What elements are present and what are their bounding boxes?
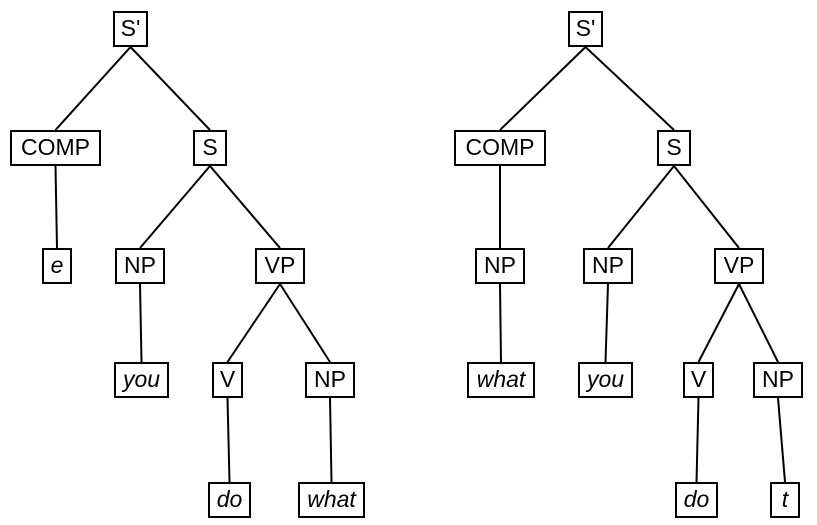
node-label: what bbox=[307, 486, 357, 512]
tree-node-l-comp[interactable]: COMP bbox=[10, 130, 101, 166]
tree-node-l-you[interactable]: you bbox=[114, 362, 169, 398]
tree-node-r-t[interactable]: t bbox=[770, 482, 800, 518]
node-box bbox=[10, 130, 101, 166]
tree-edge-V-to-do bbox=[695, 397, 700, 483]
node-label: S' bbox=[576, 15, 596, 41]
tree-nodes-surface-structure: S' COMP S NP NP VP what you V NP do t bbox=[454, 11, 803, 518]
node-label: NP bbox=[124, 252, 156, 278]
node-box bbox=[753, 362, 803, 398]
tree-node-r-do[interactable]: do bbox=[675, 482, 718, 518]
tree-edge-S-to-VP bbox=[209, 165, 281, 249]
node-box bbox=[583, 248, 633, 284]
tree-edge-NP-to-t bbox=[777, 397, 786, 483]
node-label: you bbox=[121, 366, 160, 392]
tree-edges-deep-structure bbox=[54, 46, 333, 483]
tree-edge-NP-to-you bbox=[604, 283, 609, 363]
node-label: NP bbox=[314, 366, 346, 392]
node-box bbox=[305, 362, 355, 398]
tree-edge-V-to-do bbox=[226, 397, 231, 483]
node-label: what bbox=[477, 366, 527, 392]
tree-node-l-e[interactable]: e bbox=[42, 248, 72, 284]
node-label: t bbox=[782, 486, 790, 512]
node-label: NP bbox=[592, 252, 624, 278]
tree-edge-VP-to-NP bbox=[279, 283, 331, 363]
node-box bbox=[454, 130, 546, 166]
node-box bbox=[255, 248, 305, 284]
tree-node-l-vp[interactable]: VP bbox=[255, 248, 305, 284]
node-box bbox=[113, 11, 148, 47]
node-box bbox=[212, 362, 243, 398]
tree-node-r-you[interactable]: you bbox=[578, 362, 633, 398]
tree-node-l-s[interactable]: S bbox=[193, 130, 227, 166]
node-box bbox=[115, 248, 165, 284]
tree-edge-Sbar-to-S bbox=[584, 46, 675, 131]
tree-node-l-v[interactable]: V bbox=[212, 362, 243, 398]
edges-layer bbox=[54, 46, 786, 483]
node-box bbox=[193, 130, 227, 166]
node-box bbox=[714, 248, 764, 284]
node-box bbox=[42, 248, 72, 284]
node-label: NP bbox=[762, 366, 794, 392]
node-label: COMP bbox=[466, 134, 535, 160]
tree-edge-VP-to-V bbox=[226, 283, 281, 363]
node-box bbox=[568, 11, 603, 47]
tree-edges-surface-structure bbox=[499, 46, 786, 483]
node-label: VP bbox=[724, 252, 755, 278]
tree-node-r-sbar[interactable]: S' bbox=[568, 11, 603, 47]
node-label: NP bbox=[484, 252, 516, 278]
tree-node-r-vp[interactable]: VP bbox=[714, 248, 764, 284]
tree-node-r-comp[interactable]: COMP bbox=[454, 130, 546, 166]
tree-node-l-what[interactable]: what bbox=[298, 482, 365, 518]
node-box bbox=[467, 362, 535, 398]
tree-edge-NP-to-you bbox=[139, 283, 143, 363]
tree-edge-NP-to-what bbox=[499, 283, 502, 363]
node-label: you bbox=[585, 366, 624, 392]
node-box bbox=[683, 362, 714, 398]
tree-node-r-what[interactable]: what bbox=[467, 362, 535, 398]
node-label: S bbox=[666, 134, 681, 160]
node-label: VP bbox=[265, 252, 296, 278]
tree-node-r-s[interactable]: S bbox=[657, 130, 691, 166]
tree-edge-VP-to-V bbox=[697, 283, 740, 363]
node-label: S bbox=[202, 134, 217, 160]
node-label: S' bbox=[121, 15, 141, 41]
tree-edge-Sbar-to-COMP bbox=[499, 46, 587, 131]
tree-edge-Sbar-to-COMP bbox=[54, 46, 132, 131]
node-label: V bbox=[220, 366, 236, 392]
node-label: do bbox=[217, 486, 243, 512]
node-box bbox=[578, 362, 633, 398]
tree-node-r-np0[interactable]: NP bbox=[475, 248, 525, 284]
tree-node-r-np2[interactable]: NP bbox=[753, 362, 803, 398]
node-box bbox=[298, 482, 365, 518]
tree-edge-Sbar-to-S bbox=[129, 46, 211, 131]
tree-node-l-np1[interactable]: NP bbox=[115, 248, 165, 284]
tree-edge-COMP-to-e bbox=[54, 165, 58, 249]
tree-edge-VP-to-NP bbox=[738, 283, 779, 363]
tree-edge-S-to-NP bbox=[607, 165, 675, 249]
node-box bbox=[114, 362, 169, 398]
node-label: do bbox=[684, 486, 710, 512]
node-label: V bbox=[691, 366, 707, 392]
tree-node-r-np1[interactable]: NP bbox=[583, 248, 633, 284]
node-box bbox=[675, 482, 718, 518]
tree-node-l-sbar[interactable]: S' bbox=[113, 11, 148, 47]
node-box bbox=[770, 482, 800, 518]
node-label: e bbox=[51, 252, 64, 278]
tree-node-l-np2[interactable]: NP bbox=[305, 362, 355, 398]
node-box bbox=[208, 482, 251, 518]
tree-edge-S-to-NP bbox=[139, 165, 211, 249]
node-box bbox=[657, 130, 691, 166]
tree-edge-S-to-VP bbox=[673, 165, 740, 249]
tree-node-l-do[interactable]: do bbox=[208, 482, 251, 518]
tree-node-r-v[interactable]: V bbox=[683, 362, 714, 398]
node-label: COMP bbox=[21, 134, 90, 160]
tree-edge-NP-to-what bbox=[329, 397, 333, 483]
node-box bbox=[475, 248, 525, 284]
